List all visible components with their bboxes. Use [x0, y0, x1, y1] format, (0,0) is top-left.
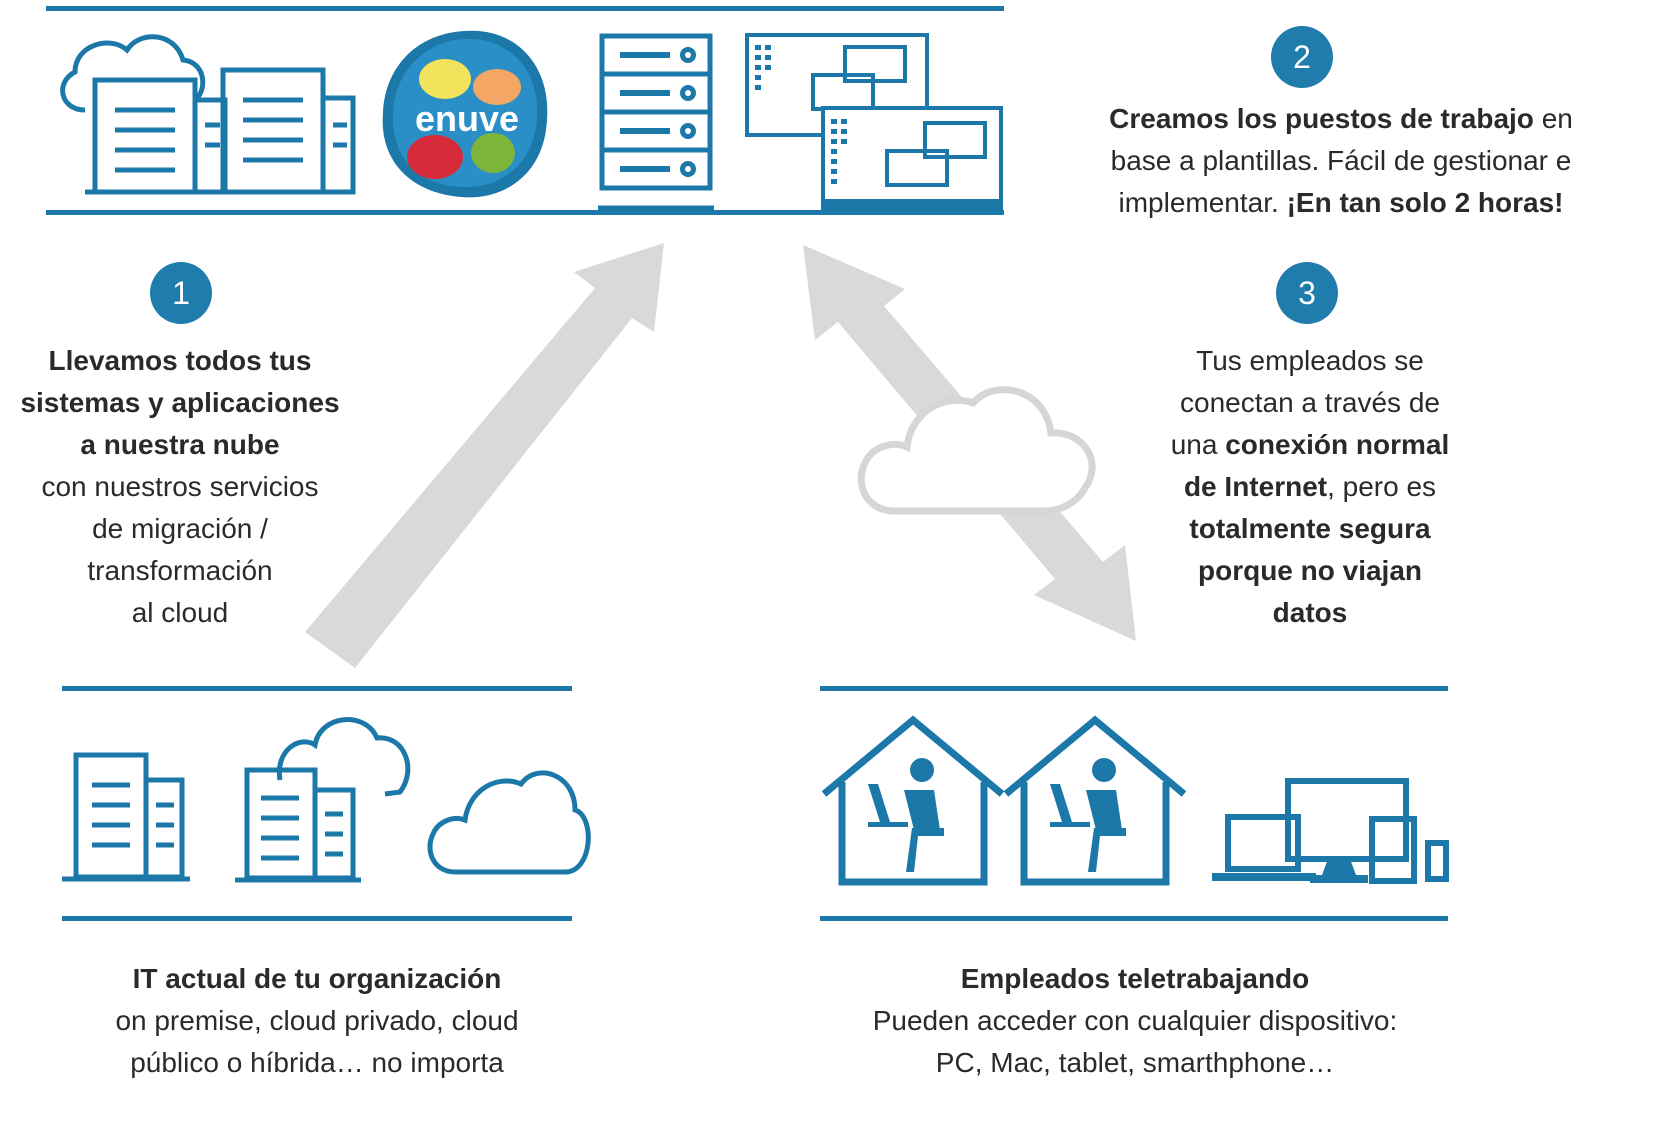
- bottom-right-rule-upper: [820, 686, 1448, 691]
- home-worker-icon-1: [821, 715, 1005, 886]
- hybrid-cloud-building-icon: [235, 717, 411, 883]
- public-cloud-icon: [427, 770, 591, 875]
- home-worker-icon-2: [1003, 715, 1187, 886]
- top-rule-lower: [46, 210, 1004, 215]
- bottom-left-caption: IT actual de tu organización on premise,…: [115, 963, 519, 1078]
- enuve-logo: enuve: [382, 30, 548, 198]
- virtual-desktops-icon: [745, 33, 1003, 210]
- bottom-right-rule-lower: [820, 916, 1448, 921]
- step-badge-1: 1: [150, 262, 212, 324]
- server-icon: [598, 33, 714, 211]
- devices-icon: [1212, 778, 1449, 884]
- step-3-text: Tus empleados se conectan a través de un…: [1170, 345, 1450, 628]
- step-1-text: Llevamos todos tus sistemas y aplicacion…: [20, 345, 340, 628]
- top-rule-upper: [46, 6, 1004, 11]
- step-badge-2: 2: [1271, 26, 1333, 88]
- bottom-left-rule-upper: [62, 686, 572, 691]
- svg-text:enuve: enuve: [415, 98, 519, 139]
- bottom-right-caption: Empleados teletrabajando Pueden acceder …: [872, 963, 1398, 1078]
- cloud-icon: [857, 386, 1096, 515]
- cloud-datacenter-icon: [60, 34, 356, 195]
- step-badge-3: 3: [1276, 262, 1338, 324]
- step-2-text: Creamos los puestos de trabajo en base a…: [1109, 103, 1573, 218]
- bottom-left-rule-lower: [62, 916, 572, 921]
- office-building-icon: [62, 752, 190, 882]
